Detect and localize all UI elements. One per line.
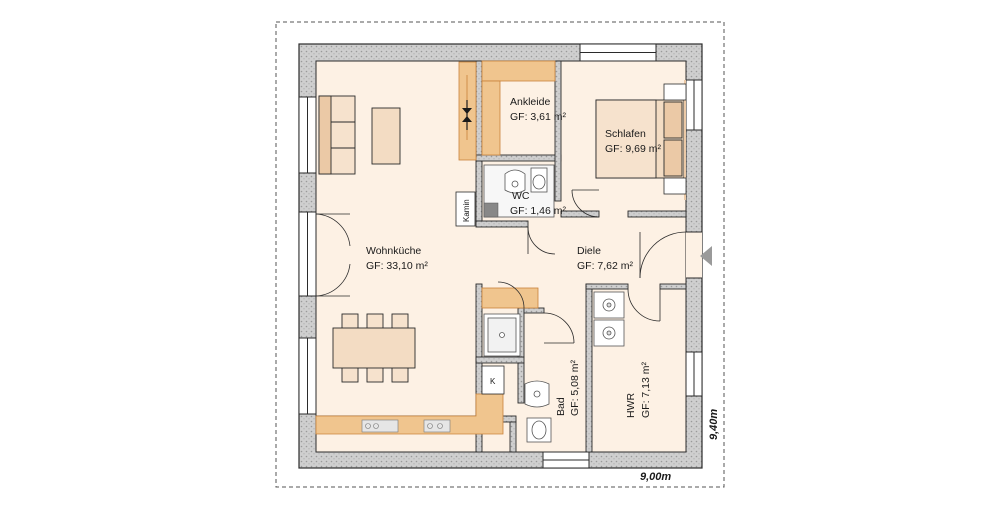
bath-fixtures bbox=[483, 313, 552, 443]
dining-table-icon bbox=[332, 313, 416, 383]
dimension-width: 9,00m bbox=[640, 471, 671, 483]
wohnkueche-name: Wohnküche bbox=[366, 245, 421, 257]
wc-shaft-icon bbox=[483, 202, 499, 218]
coffee-table-icon bbox=[371, 107, 401, 165]
fridge-icon: K bbox=[481, 365, 505, 395]
nightstand-icon bbox=[663, 83, 687, 195]
sofa-icon bbox=[318, 95, 356, 175]
closet-handle-icon bbox=[462, 75, 472, 140]
hwr-name: HWR bbox=[625, 393, 637, 418]
hall-cabinet bbox=[481, 287, 539, 309]
site-boundary bbox=[275, 21, 725, 488]
bad-area: GF: 5,08 m² bbox=[569, 359, 581, 416]
diele-area: GF: 7,62 m² bbox=[577, 260, 634, 272]
hwr-appliances bbox=[593, 291, 625, 347]
diele-name: Diele bbox=[577, 245, 601, 257]
ankleide-area: GF: 3,61 m² bbox=[510, 111, 567, 123]
fireplace-icon bbox=[455, 191, 476, 227]
dimension-depth: 9,40m bbox=[708, 409, 720, 440]
bed-icon bbox=[595, 80, 686, 200]
ankleide-name: Ankleide bbox=[510, 96, 550, 108]
fireplace-label: Kamin bbox=[462, 199, 471, 222]
fridge-label: K bbox=[490, 377, 496, 386]
entrance-recess bbox=[686, 232, 702, 278]
wc-area: GF: 1,46 m² bbox=[510, 205, 567, 217]
wohnkueche-area: GF: 33,10 m² bbox=[366, 260, 428, 272]
bad-name: Bad bbox=[555, 397, 567, 416]
room-labels: Ankleide GF: 3,61 m² Schlafen GF: 9,69 m… bbox=[366, 96, 662, 418]
schlafen-name: Schlafen bbox=[605, 128, 646, 140]
schlafen-area: GF: 9,69 m² bbox=[605, 143, 662, 155]
doors bbox=[315, 189, 687, 344]
windows bbox=[298, 43, 703, 469]
hwr-area: GF: 7,13 m² bbox=[640, 361, 652, 418]
wc-fixtures bbox=[483, 164, 555, 218]
entrance-arrow-icon bbox=[700, 246, 712, 266]
wc-name: WC bbox=[512, 190, 530, 202]
stove-icon bbox=[361, 419, 451, 433]
